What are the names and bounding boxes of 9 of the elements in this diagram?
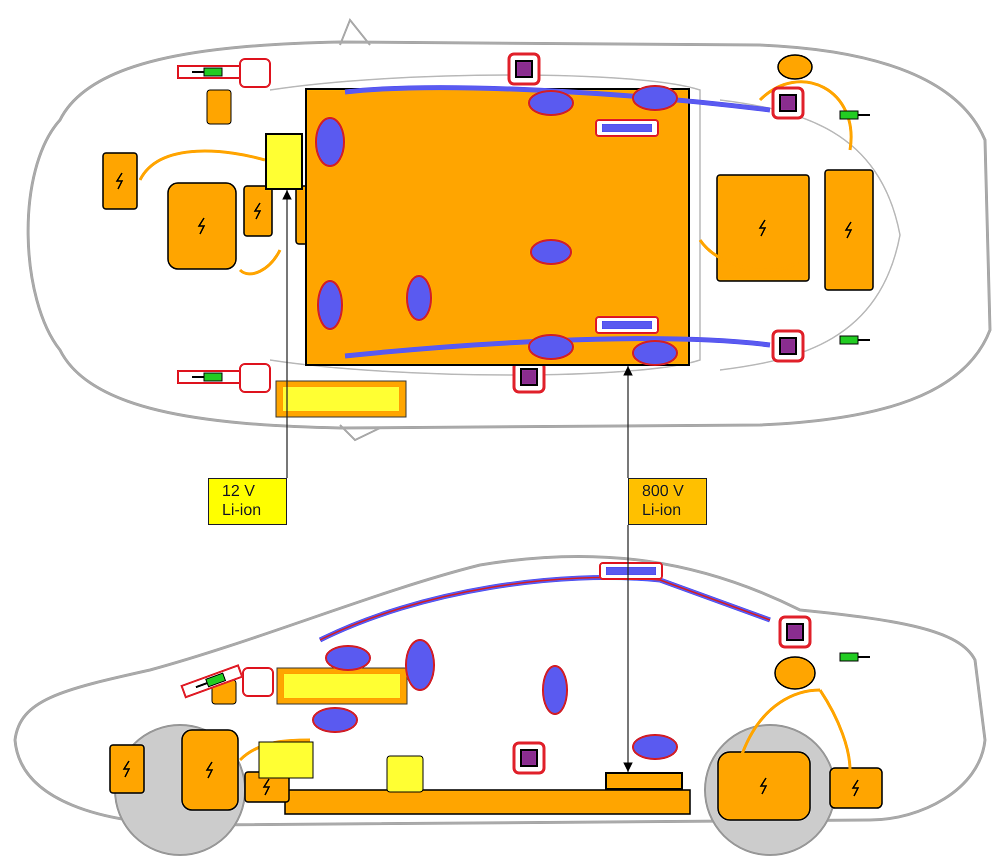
high-voltage-battery-block [605, 772, 683, 790]
label-box [628, 478, 707, 525]
leader-line [282, 190, 292, 478]
leader-line [623, 525, 633, 772]
leader-line [623, 366, 633, 478]
battery-label: 800 V Li-ion [642, 482, 685, 520]
battery-12v-block [265, 133, 303, 190]
battery-label: 12 V Li-ion [222, 482, 262, 520]
label-box [208, 478, 287, 525]
